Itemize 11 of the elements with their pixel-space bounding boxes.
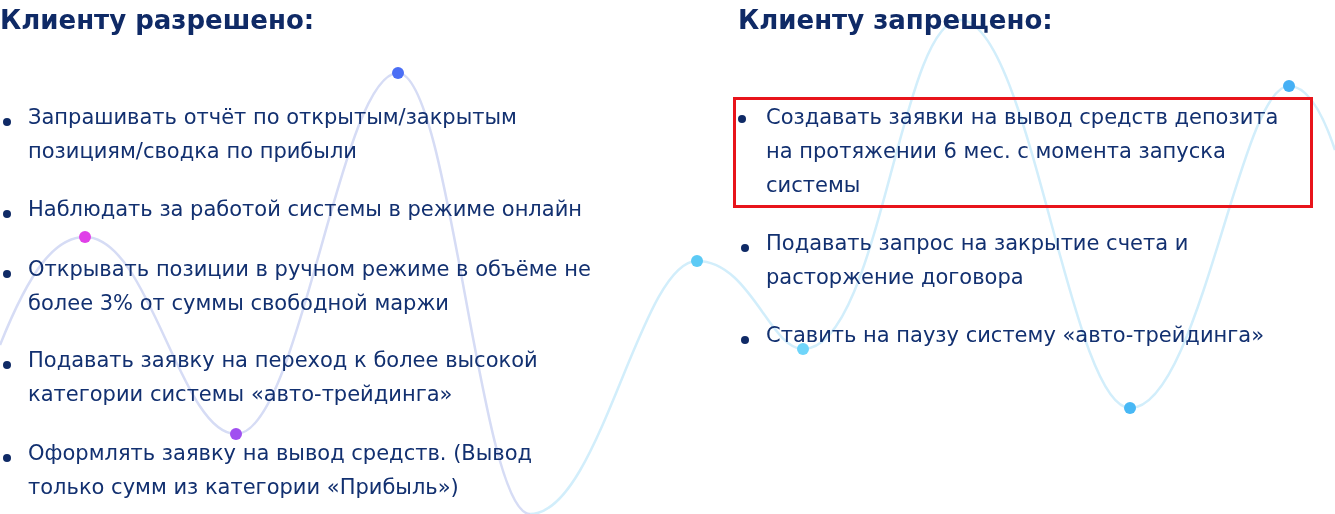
list-item-text: Оформлять заявку на вывод средств. (Вывод только сумм из категории «Прибыль») [28, 440, 534, 501]
list-item-text: Наблюдать за работой системы в режиме онлайн [28, 196, 584, 223]
column-heading: Клиенту запрещено: [738, 5, 1054, 35]
column-heading: Клиенту разрешено: [0, 5, 316, 35]
highlight-frame [733, 97, 1313, 208]
list-item-text: Подавать заявку на переход к более высокой категории системы «авто-трейдинга» [28, 347, 539, 408]
list-item-text: Ставить на паузу систему «авто-трейдинга» [766, 322, 1265, 349]
list-item-text: Запрашивать отчёт по открытым/закрытым позициям/сводка по прибыли [28, 104, 518, 165]
list-item-text: Открывать позиции в ручном режиме в объёме не более 3% от суммы свободной маржи [28, 256, 592, 317]
list-item-text: Создавать заявки на вывод средств депозита на протяжении 6 мес. с момента запуска системы [766, 104, 1280, 199]
list-item-text: Подавать запрос на закрытие счета и расторжение договора [766, 230, 1190, 291]
